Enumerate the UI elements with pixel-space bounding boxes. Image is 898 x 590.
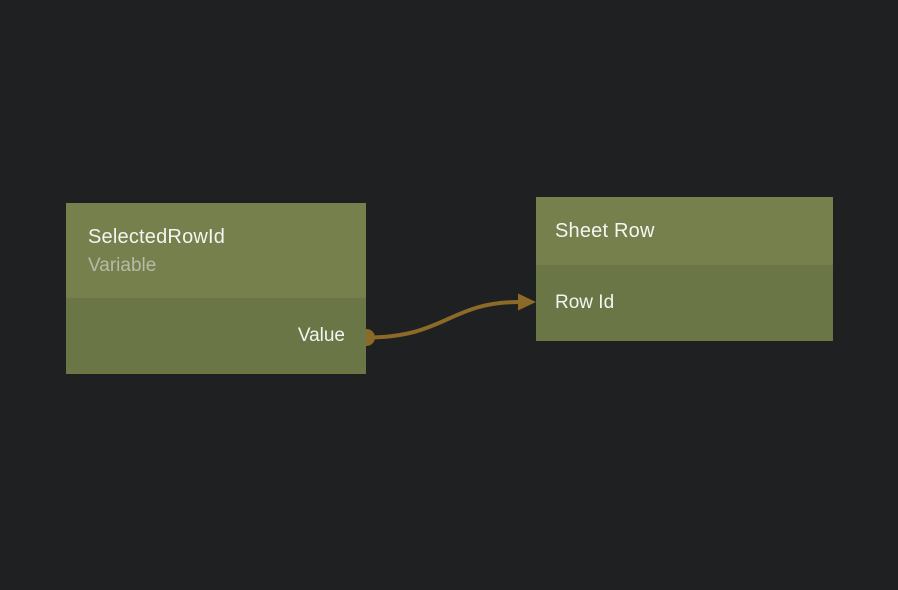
output-port-label: Value [297, 325, 345, 346]
output-port-value[interactable]: Value [66, 298, 366, 374]
node-body: Value [66, 298, 366, 374]
node-title: Sheet Row [555, 219, 655, 242]
node-title: SelectedRowId [88, 225, 226, 248]
input-port-rowid[interactable]: Row Id [536, 265, 833, 341]
node-selectedrowid[interactable]: SelectedRowId Variable Value [66, 203, 366, 374]
node-header: SelectedRowId Variable [66, 203, 366, 298]
node-header: Sheet Row [536, 197, 833, 265]
node-subtitle: Variable [88, 254, 157, 276]
connection-wire[interactable] [365, 300, 521, 340]
node-sheet-row[interactable]: Sheet Row Row Id [536, 197, 833, 341]
node-body: Row Id [536, 265, 833, 341]
input-port-label: Row Id [555, 292, 615, 313]
